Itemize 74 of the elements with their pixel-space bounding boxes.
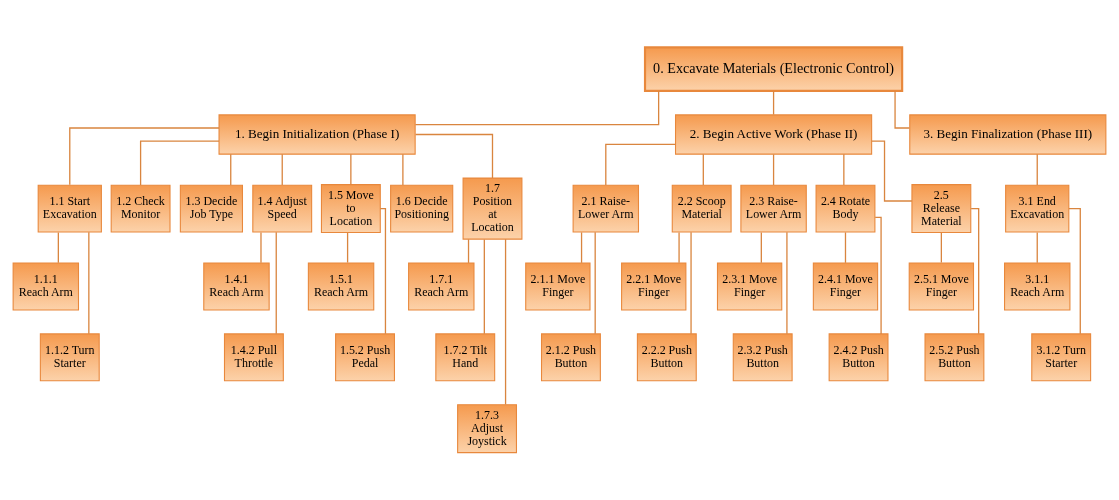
connector [483,238,485,335]
connector [88,231,90,335]
node-box: 1.7.1 Reach Arm [408,262,475,311]
node-box: 2.5 Release Material [911,184,972,234]
connector [504,238,507,406]
connector [346,232,349,264]
connector [379,207,387,335]
node-box: 2.5.2 Push Button [924,333,985,382]
node-box: 1.1.2 Turn Starter [39,333,100,382]
node-box: 1.4.1 Reach Arm [203,262,270,311]
node-box: 1.1 Start Excavation [37,184,102,233]
node-box: 1.4 Adjust Speed [252,184,313,233]
connector [874,216,882,335]
node-box: 1.4.2 Pull Throttle [223,333,284,382]
node-box: 2.3.2 Push Button [732,333,793,382]
node-box: 1.1.1 Reach Arm [12,262,80,311]
connector [1036,153,1038,186]
connector [69,127,220,186]
node-box: 2.3 Raise-Lower Arm [740,184,807,233]
connector [844,231,847,264]
node-box: 1. Begin Initialization (Phase I) [218,114,416,155]
connector [970,207,980,335]
node-box: 3.1 End Excavation [1005,184,1070,233]
connector [678,231,680,264]
connector [940,232,942,264]
node-box: 1.5.2 Push Pedal [335,333,395,382]
connector [1068,207,1081,335]
node-box: 3.1.2 Turn Starter [1031,333,1092,382]
connector [281,153,283,186]
node-box: 2.2.1 Move Finger [621,262,687,311]
connector [350,153,352,186]
node-box: 2.5.1 Move Finger [908,262,975,311]
node-box: 2.4 Rotate Body [815,184,876,233]
node-box: 1.5.1 Reach Arm [307,262,375,311]
connector [702,153,704,186]
connector [230,153,232,186]
connector [1036,231,1038,264]
connector [275,231,277,335]
connector [871,140,913,202]
connector [414,90,660,126]
connector [605,143,677,186]
node-box: 1.3 Decide Job Type [179,184,243,233]
node-box: 2.1.1 Move Finger [525,262,591,311]
node-box: 2.1.2 Push Button [540,333,601,382]
node-box: 1.6 Decide Positioning [390,184,454,233]
node-box: 2.1 Raise-Lower Arm [572,184,640,233]
node-box: 3.1.1 Reach Arm [1004,262,1071,311]
node-box: 0. Excavate Materials (Electronic Control) [643,46,904,93]
connector [57,231,59,264]
node-box: 1.7 Position at Location [462,177,523,240]
connector [760,231,762,264]
node-box: 2.4.1 Move Finger [812,262,879,311]
connector [843,153,845,186]
connector [594,231,596,335]
connector [786,231,788,335]
connector [580,231,583,264]
node-box: 2.2.2 Push Button [636,333,697,382]
node-box: 2.3.1 Move Finger [716,262,783,311]
connector [467,238,470,264]
node-box: 3. Begin Finalization (Phase III) [909,114,1107,155]
node-box: 2.4.2 Push Button [828,333,889,382]
node-box: 1.7.3 Adjust Joystick [457,404,517,454]
connector [139,140,220,186]
connector [690,231,692,335]
connector [402,153,404,186]
node-box: 1.2 Check Monitor [110,184,171,233]
connector [772,90,775,116]
connector [414,133,494,179]
node-box: 2. Begin Active Work (Phase II) [675,114,873,155]
node-box: 2.2 Scoop Material [671,184,732,233]
node-box: 1.5 Move to Location [320,184,381,234]
node-box: 1.7.2 Tilt Hand [435,333,496,382]
connector [260,231,262,264]
connector [772,153,775,186]
